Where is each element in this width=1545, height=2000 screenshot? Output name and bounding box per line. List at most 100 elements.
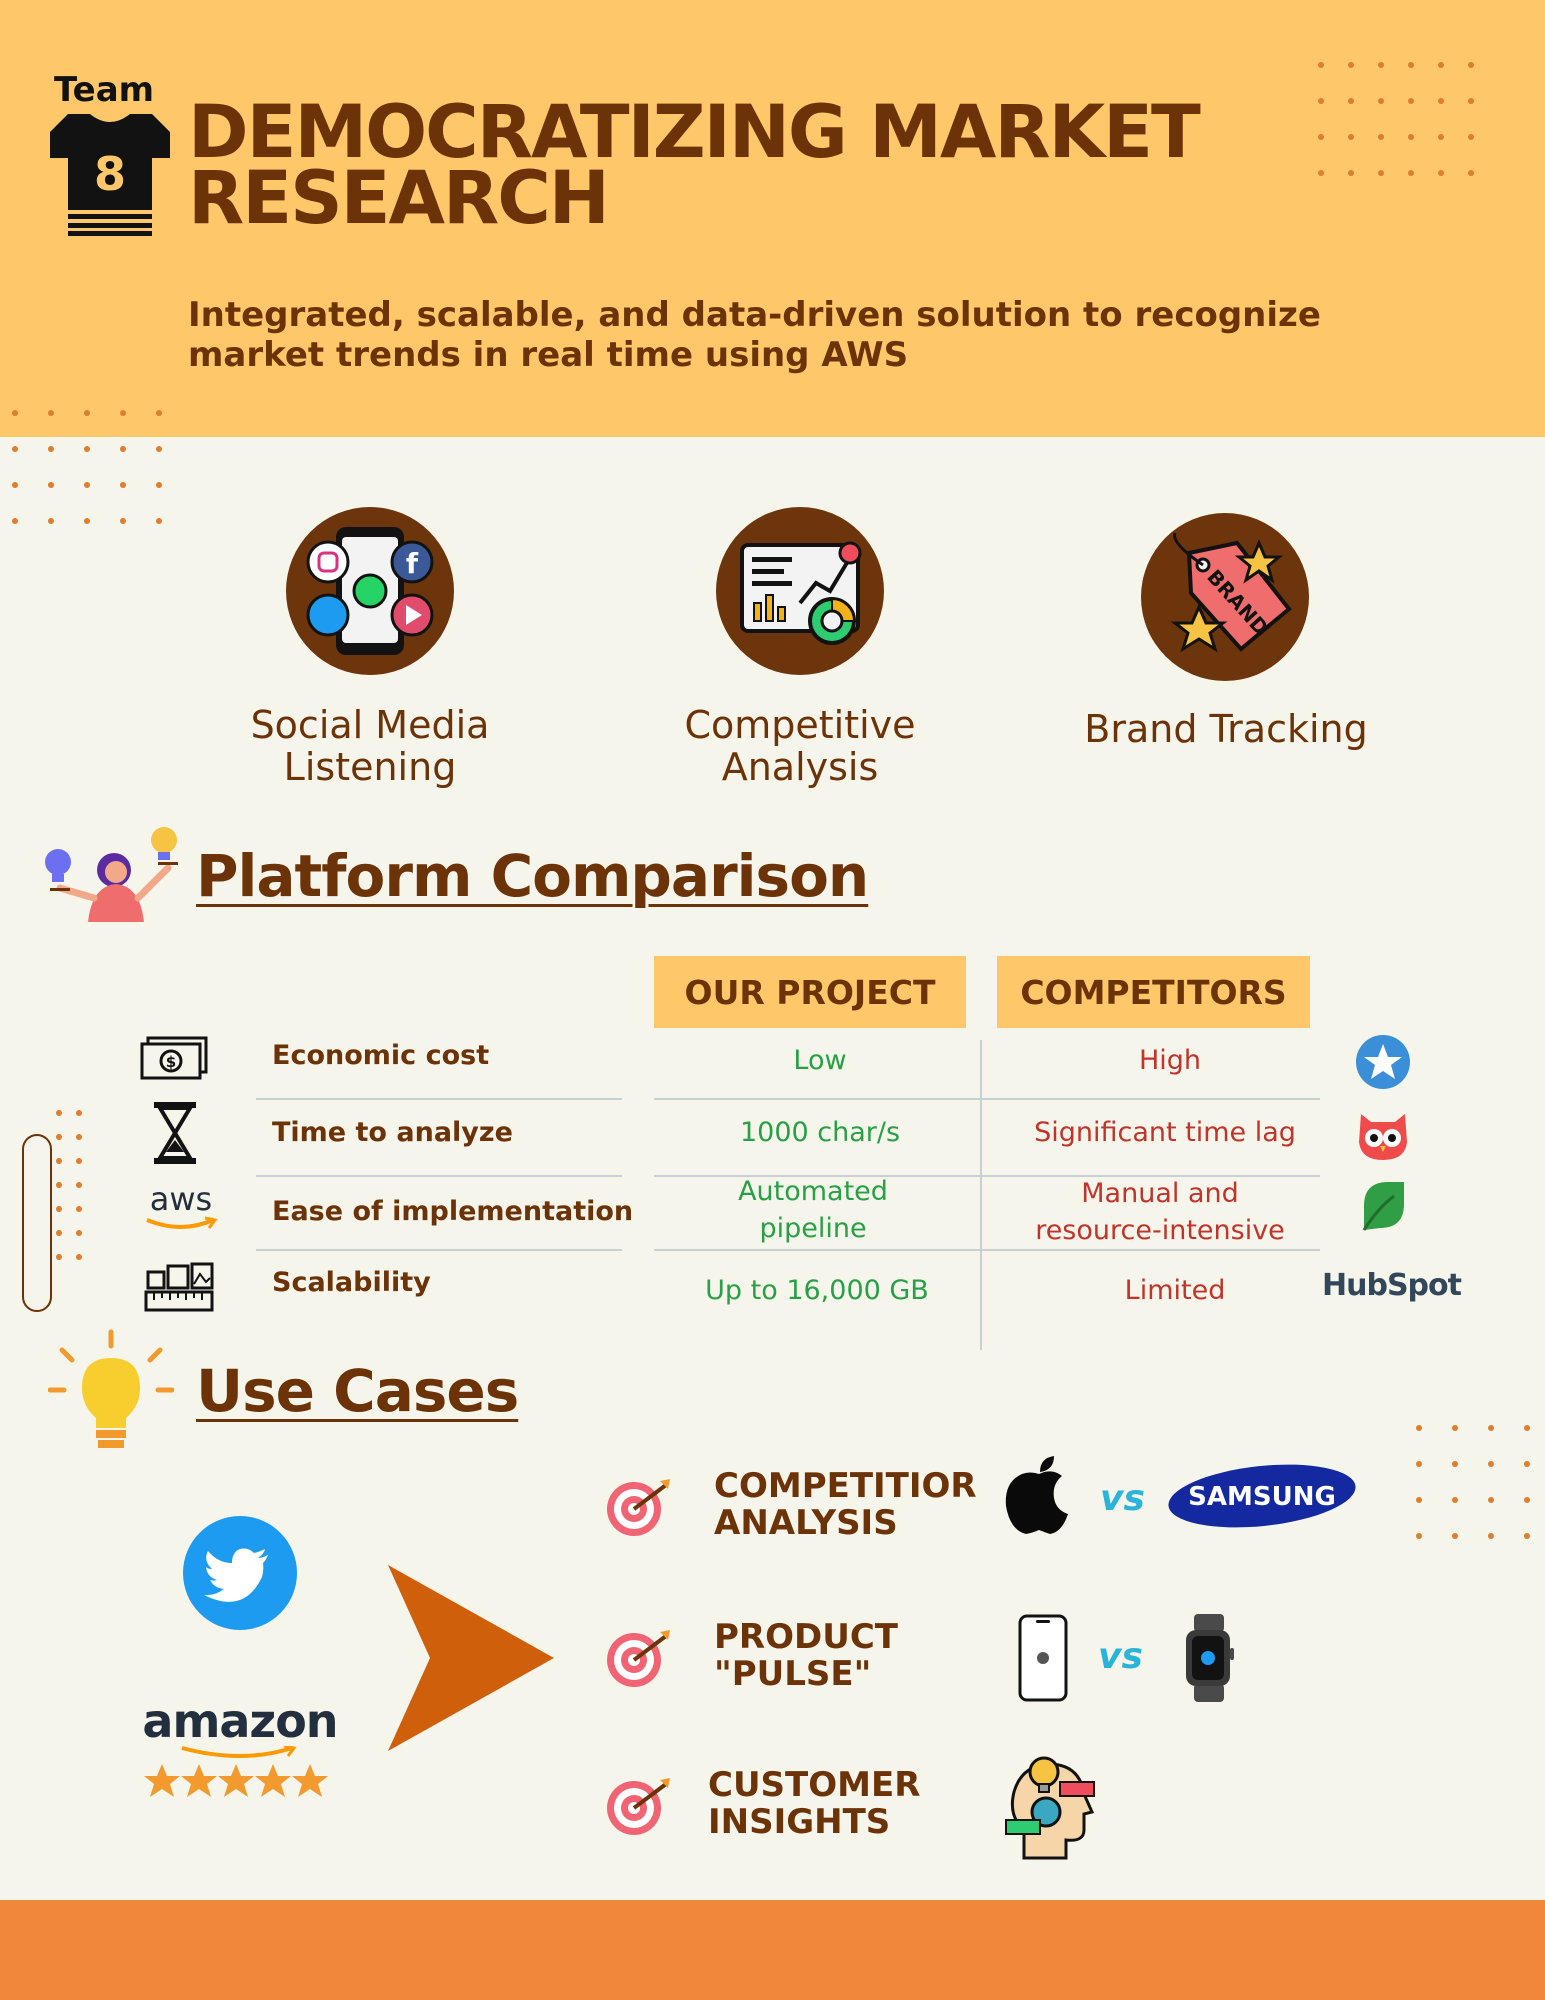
competitors-value: Limited [1124, 1275, 1226, 1306]
decorative-dot [56, 1182, 62, 1188]
feature-label: Social Media Listening [250, 703, 490, 789]
decorative-dot [1318, 134, 1324, 140]
decorative-dot [1348, 98, 1354, 104]
aws-logo-icon: aws [143, 1182, 219, 1236]
jersey-icon: 8 [50, 114, 170, 236]
decorative-dot [1378, 170, 1384, 176]
criterion-label: Time to analyze [272, 1117, 513, 1148]
twitter-logo-icon [183, 1516, 297, 1630]
decorative-dot [76, 1134, 82, 1140]
header-banner [0, 0, 1545, 437]
table-divider [654, 1175, 1320, 1177]
scale-ruler-icon [144, 1262, 214, 1312]
decorative-dot [1488, 1497, 1494, 1503]
iphone-icon [1018, 1614, 1068, 1702]
our-project-value: Up to 16,000 GB [705, 1275, 929, 1306]
decorative-dot [48, 518, 54, 524]
decorative-dot [1468, 98, 1474, 104]
decorative-dot [1416, 1533, 1422, 1539]
decorative-dot [1378, 98, 1384, 104]
decorative-dot [1438, 170, 1444, 176]
team-number: 8 [94, 147, 126, 201]
competitors-value: Significant time lag [1034, 1117, 1296, 1148]
decorative-dot [1416, 1461, 1422, 1467]
owl-logo-icon [1359, 1114, 1407, 1160]
decorative-dot [1408, 62, 1414, 68]
decorative-dot [48, 482, 54, 488]
decorative-dot [56, 1134, 62, 1140]
decorative-dot [1468, 170, 1474, 176]
criterion-label: Ease of implementation [272, 1196, 634, 1227]
our-project-value: Low [793, 1045, 847, 1076]
decorative-dot [1452, 1533, 1458, 1539]
social-media-phone-icon: f [286, 507, 454, 675]
table-divider [256, 1175, 622, 1177]
column-header-competitors: COMPETITORS [997, 956, 1310, 1028]
decorative-dot [56, 1254, 62, 1260]
person-ideas-illustration [45, 827, 178, 922]
decorative-dot [1318, 62, 1324, 68]
amazon-logo: amazon [142, 1696, 339, 1766]
samsung-logo: SAMSUNG [1168, 1464, 1356, 1528]
decorative-dot [84, 410, 90, 416]
decorative-dot [1416, 1425, 1422, 1431]
decorative-dot [1452, 1461, 1458, 1467]
leaf-logo-icon [1362, 1182, 1404, 1231]
table-divider [256, 1098, 622, 1100]
arrow-right-icon [388, 1565, 554, 1751]
decorative-dot [76, 1206, 82, 1212]
column-header-our-project: OUR PROJECT [654, 956, 966, 1028]
decorative-dot [120, 410, 126, 416]
decorative-dot [84, 446, 90, 452]
decorative-dot [1488, 1461, 1494, 1467]
use-case-label: PRODUCT "PULSE" [714, 1617, 898, 1694]
decorative-dot [120, 482, 126, 488]
decorative-dot [56, 1110, 62, 1116]
decorative-dot [1416, 1497, 1422, 1503]
decorative-dot [48, 446, 54, 452]
competitors-value: High [1138, 1045, 1202, 1076]
table-divider [654, 1249, 1320, 1251]
decorative-pill-outline [22, 1134, 52, 1312]
svg-text:f: f [406, 547, 419, 580]
decorative-dot [84, 482, 90, 488]
page-subtitle: Integrated, scalable, and data-driven so… [188, 295, 1321, 375]
decorative-dot [84, 518, 90, 524]
decorative-dot [1452, 1425, 1458, 1431]
versus-label: vs [1098, 1636, 1143, 1677]
decorative-dot [1524, 1497, 1530, 1503]
decorative-dot [1348, 62, 1354, 68]
decorative-dot [1438, 62, 1444, 68]
aws-logo-text: aws [149, 1180, 213, 1218]
apple-logo-icon [1005, 1456, 1068, 1534]
decorative-dots [1416, 1425, 1536, 1545]
decorative-dot [1438, 134, 1444, 140]
svg-text:$: $ [166, 1053, 176, 1071]
smartwatch-icon [1186, 1614, 1234, 1702]
decorative-dot [76, 1230, 82, 1236]
decorative-dot [1408, 170, 1414, 176]
decorative-dot [1524, 1461, 1530, 1467]
decorative-dot [76, 1182, 82, 1188]
decorative-dots [56, 1110, 96, 1280]
hubspot-logo: HubSpot [1322, 1268, 1462, 1303]
analytics-dashboard-icon [716, 507, 884, 675]
target-icon [607, 1479, 670, 1536]
decorative-dot [12, 482, 18, 488]
decorative-dot [1438, 98, 1444, 104]
star-badge-icon [1356, 1035, 1410, 1089]
lightbulb-icon [48, 1329, 174, 1448]
criterion-label: Economic cost [272, 1040, 490, 1071]
decorative-dot [1488, 1533, 1494, 1539]
use-case-label: CUSTOMER INSIGHTS [708, 1765, 921, 1842]
table-column-divider [980, 1040, 982, 1350]
decorative-dot [1348, 170, 1354, 176]
decorative-dot [1468, 62, 1474, 68]
decorative-dot [1348, 134, 1354, 140]
five-star-rating-icon [144, 1764, 328, 1797]
decorative-dot [1318, 170, 1324, 176]
decorative-dots [1318, 62, 1478, 182]
brand-tag-icon: BRAND [1141, 513, 1309, 681]
decorative-dot [76, 1254, 82, 1260]
team-label: Team [54, 70, 155, 110]
